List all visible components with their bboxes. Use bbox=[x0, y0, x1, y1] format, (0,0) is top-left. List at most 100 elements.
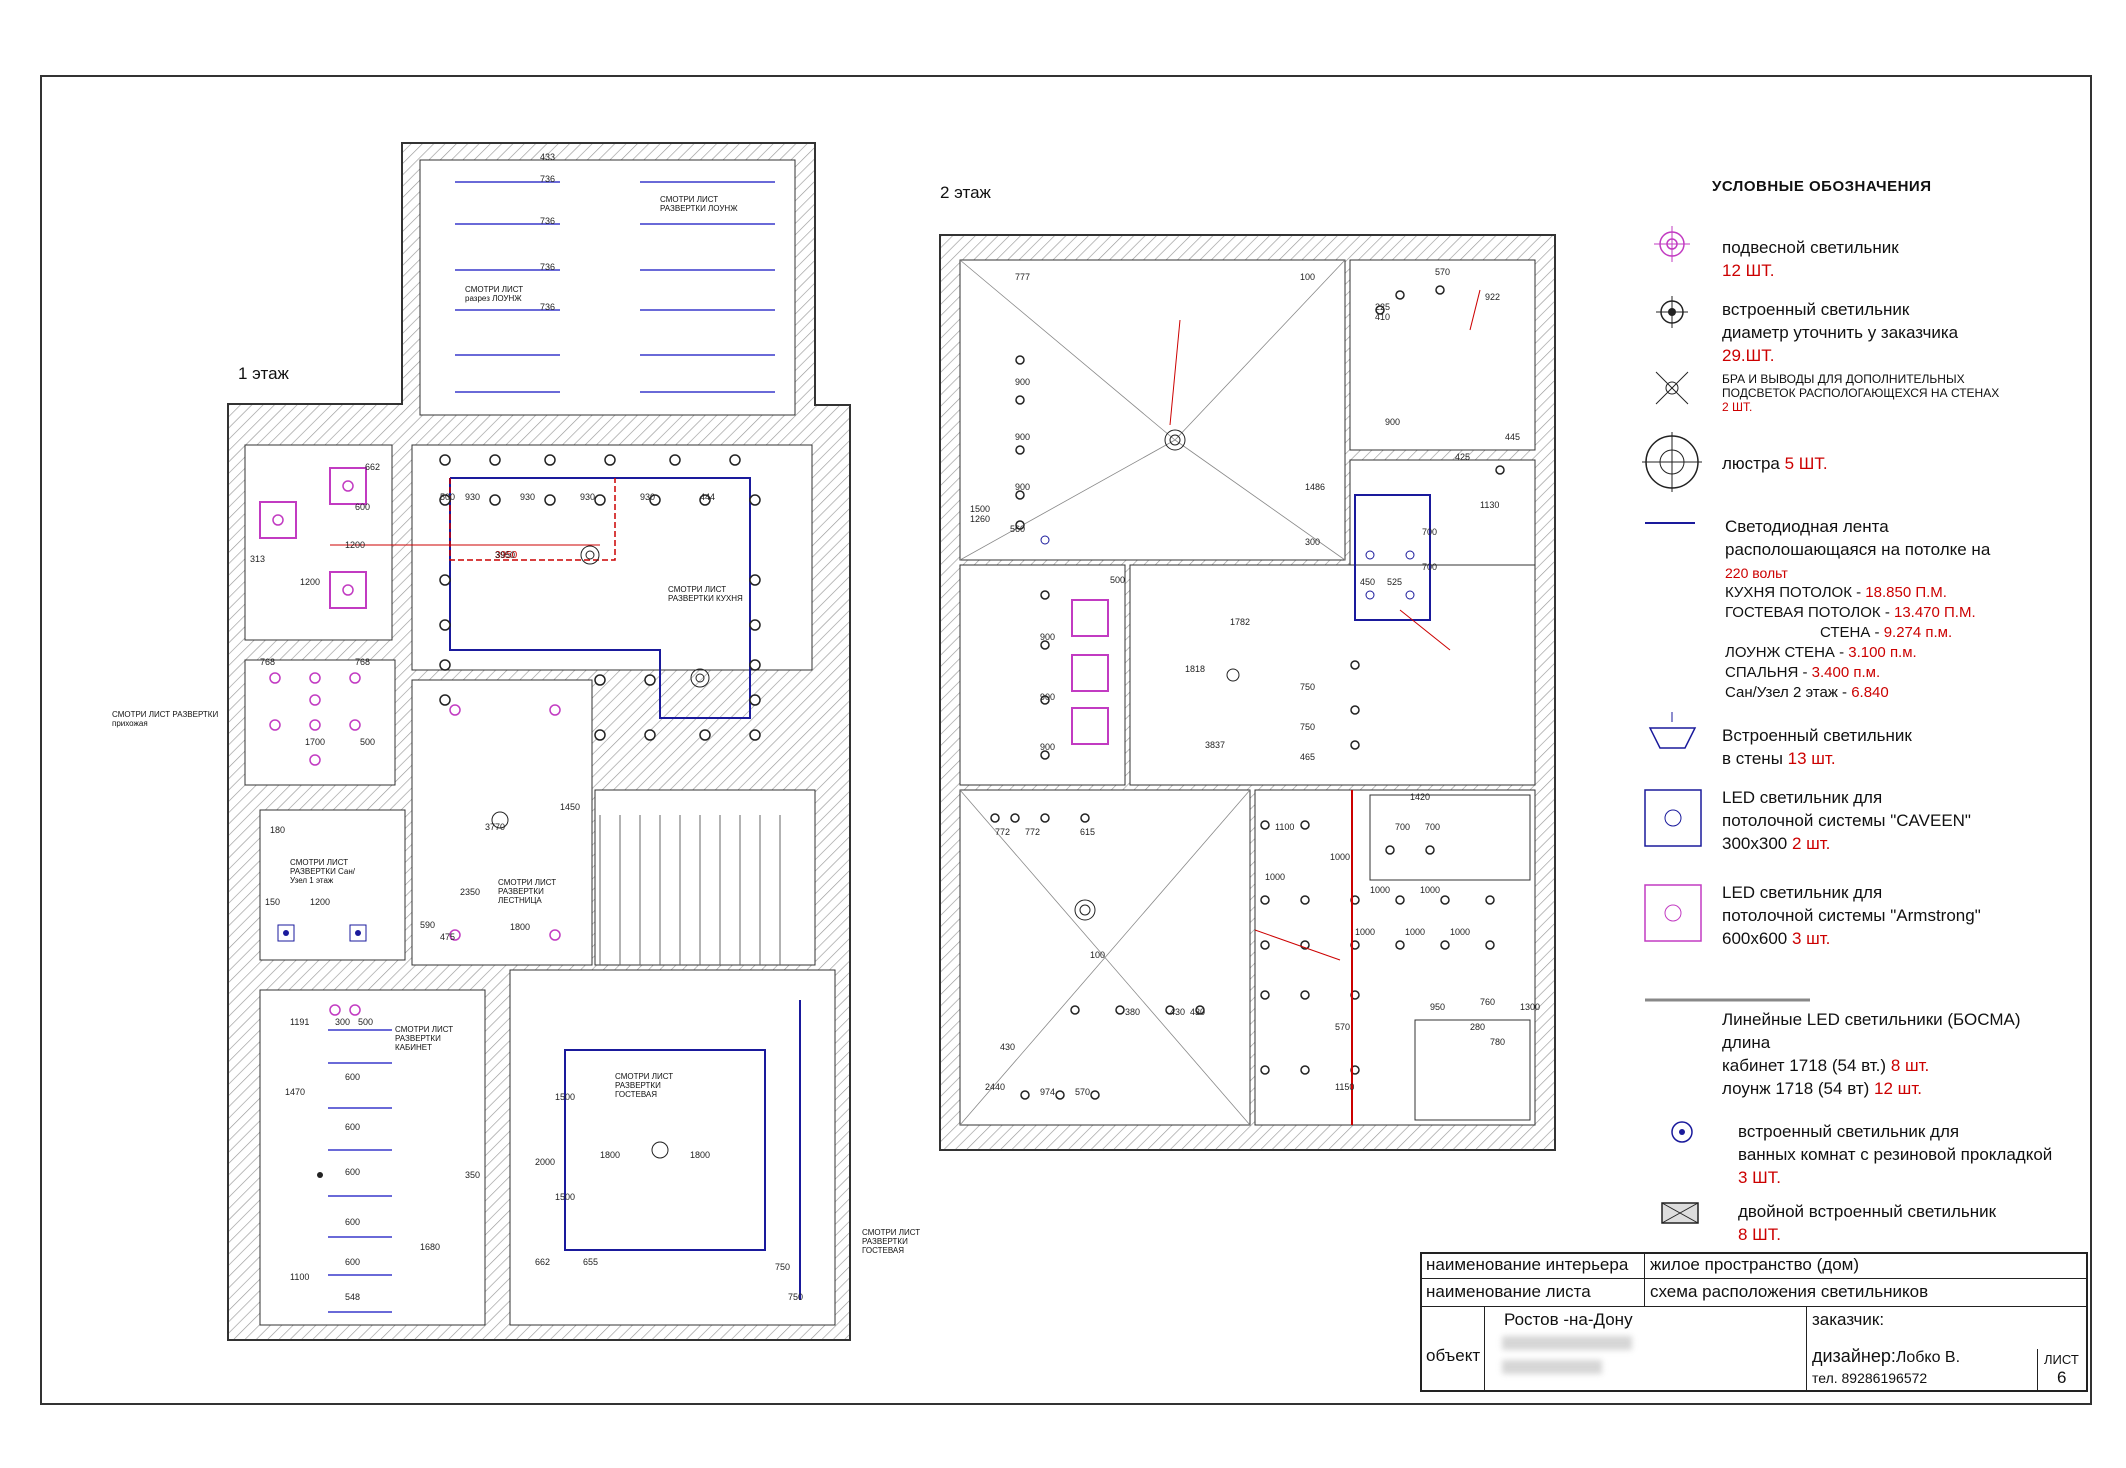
dimension-label: 410 bbox=[1375, 312, 1390, 322]
dimension-label: 772 bbox=[1025, 827, 1040, 837]
dimension-label: 1200 bbox=[300, 577, 320, 587]
dimension-label: 922 bbox=[1485, 292, 1500, 302]
dimension-label: 3837 bbox=[1205, 740, 1225, 750]
designer: дизайнер:Лобко В. bbox=[1812, 1346, 1961, 1366]
dimension-label: 600 bbox=[345, 1167, 360, 1177]
dimension-label: 300 bbox=[335, 1017, 350, 1027]
note-lounge: СМОТРИ ЛИСТ РАЗВЕРТКИ ЛОУНЖ bbox=[660, 195, 738, 213]
dimension-label: 930 bbox=[580, 492, 595, 502]
dimension-label: 900 bbox=[1040, 742, 1055, 752]
dimension-label: 2440 bbox=[985, 1082, 1005, 1092]
dimension-label: 900 bbox=[1040, 692, 1055, 702]
interior-label: наименование интерьера bbox=[1426, 1255, 1629, 1274]
dimension-label: 525 bbox=[1387, 577, 1402, 587]
dimension-label: 900 bbox=[1015, 377, 1030, 387]
dimension-label: 180 bbox=[270, 825, 285, 835]
dimension-label: 736 bbox=[540, 174, 555, 184]
dimension-label: 750 bbox=[775, 1262, 790, 1272]
dimension-label: 3770 bbox=[485, 822, 505, 832]
dimension-label: 100 bbox=[1090, 950, 1105, 960]
dimension-label: 600 bbox=[355, 502, 370, 512]
dimension-label: 1200 bbox=[310, 897, 330, 907]
client-label: заказчик: bbox=[1812, 1310, 1885, 1329]
dimension-label: 1300 bbox=[1520, 1002, 1540, 1012]
dimension-label: 930 bbox=[465, 492, 480, 502]
dimension-label: 475 bbox=[440, 932, 455, 942]
dimension-label: 570 bbox=[1435, 267, 1450, 277]
dimension-label: 430 bbox=[1000, 1042, 1015, 1052]
note-cabinet: СМОТРИ ЛИСТ РАЗВЕРТКИ КАБИНЕТ bbox=[395, 1025, 454, 1052]
dimension-label: 700 bbox=[1422, 527, 1437, 537]
object-label: объект bbox=[1426, 1346, 1481, 1365]
dimension-label: 600 bbox=[345, 1217, 360, 1227]
dimension-label: 425 bbox=[1455, 452, 1470, 462]
dimension-label: 700 bbox=[1425, 822, 1440, 832]
interior-value: жилое пространство (дом) bbox=[1650, 1255, 1859, 1274]
note-hall: СМОТРИ ЛИСТ РАЗВЕРТКИ прихожая bbox=[112, 710, 219, 728]
legend-title: УСЛОВНЫЕ ОБОЗНАЧЕНИЯ bbox=[1712, 178, 1932, 195]
dimension-label: 150 bbox=[265, 897, 280, 907]
dimension-label: 772 bbox=[995, 827, 1010, 837]
note-stair: СМОТРИ ЛИСТ РАЗВЕРТКИ ЛЕСТНИЦА bbox=[498, 878, 557, 905]
dimension-label: 1500 bbox=[555, 1092, 575, 1102]
floor2-plan bbox=[939, 234, 1556, 1151]
dimension-label: 1470 bbox=[285, 1087, 305, 1097]
dimension-label: 350 bbox=[465, 1170, 480, 1180]
dimension-label: 760 bbox=[1480, 997, 1495, 1007]
dimension-label: 950 bbox=[1430, 1002, 1445, 1012]
dimension-label: 1800 bbox=[690, 1150, 710, 1160]
dimension-label: 1200 bbox=[345, 540, 365, 550]
dimension-label: 1000 bbox=[1370, 885, 1390, 895]
dimension-label: 444 bbox=[700, 492, 715, 502]
dimension-label: 548 bbox=[345, 1292, 360, 1302]
dimension-label: 1782 bbox=[1230, 617, 1250, 627]
dimension-label: 2000 bbox=[535, 1157, 555, 1167]
dimension-label: 450 bbox=[1360, 577, 1375, 587]
dimension-label: 1450 bbox=[560, 802, 580, 812]
dimension-label: 777 bbox=[1015, 272, 1030, 282]
dimension-label: 313 bbox=[250, 554, 265, 564]
floor1-label: 1 этаж bbox=[238, 364, 289, 383]
phone: тел. 89286196572 bbox=[1812, 1370, 1928, 1386]
dimension-label: 2350 bbox=[460, 887, 480, 897]
dimension-label: 750 bbox=[1300, 682, 1315, 692]
dimension-label: 1000 bbox=[1450, 927, 1470, 937]
floor1-plan: 3950 bbox=[227, 142, 851, 1341]
dimension-label: 736 bbox=[540, 262, 555, 272]
dimension-label: 750 bbox=[788, 1292, 803, 1302]
dimension-label: 662 bbox=[365, 462, 380, 472]
dimension-label: 225 bbox=[1375, 302, 1390, 312]
dimension-label: 900 bbox=[1040, 632, 1055, 642]
dimension-label: 380 bbox=[1125, 1007, 1140, 1017]
object-value: Ростов -на-Дону bbox=[1504, 1310, 1633, 1329]
dimension-label: 1191 bbox=[290, 1017, 309, 1027]
dimension-label: 1100 bbox=[1275, 822, 1294, 832]
dimension-label: 1500 bbox=[970, 504, 990, 514]
dimension-label: 1130 bbox=[1480, 500, 1499, 510]
dimension-label: 1150 bbox=[1335, 1082, 1354, 1092]
dimension-label: 768 bbox=[260, 657, 275, 667]
dimension-label: 1260 bbox=[970, 514, 990, 524]
sheet-number-label: ЛИСТ bbox=[2044, 1352, 2079, 1367]
dimension-label: 750 bbox=[1300, 722, 1315, 732]
note-guest-2: СМОТРИ ЛИСТ РАЗВЕРТКИ ГОСТЕВАЯ bbox=[862, 1228, 921, 1255]
dimension-label: 780 bbox=[1490, 1037, 1505, 1047]
note-guest: СМОТРИ ЛИСТ РАЗВЕРТКИ ГОСТЕВАЯ bbox=[615, 1072, 674, 1099]
dimension-label: 1420 bbox=[1410, 792, 1430, 802]
dimension-label: 700 bbox=[1395, 822, 1410, 832]
dimension-label: 1486 bbox=[1305, 482, 1325, 492]
sheet-name-value: схема расположения светильников bbox=[1650, 1282, 1929, 1301]
dimension-label: 930 bbox=[520, 492, 535, 502]
dimension-label: 736 bbox=[540, 302, 555, 312]
title-block: наименование интерьера жилое пространств… bbox=[1420, 1252, 2088, 1392]
dimension-label: 1800 bbox=[600, 1150, 620, 1160]
legend-led-rows: КУХНЯ ПОТОЛОК - 18.850 П.М. ГОСТЕВАЯ ПОТ… bbox=[1725, 584, 1976, 701]
dimension-label: 900 bbox=[1385, 417, 1400, 427]
